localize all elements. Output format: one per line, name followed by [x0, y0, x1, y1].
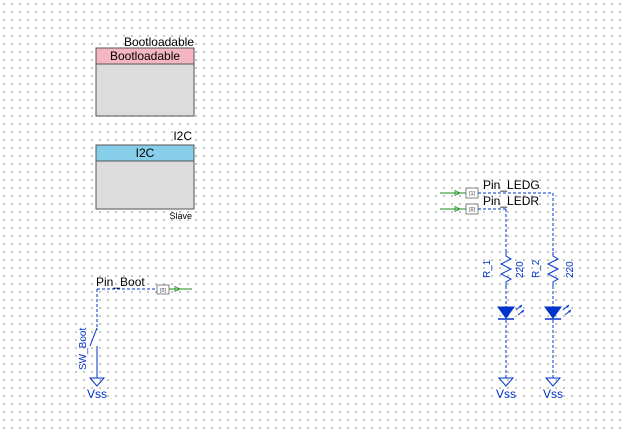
- i2c-component[interactable]: I2C I2C Slave: [95, 129, 195, 221]
- sw-boot-label: SW_Boot: [78, 328, 89, 370]
- pin-ledr-label: Pin_LEDR: [483, 194, 539, 208]
- ground-symbol: Vss: [87, 376, 107, 401]
- ground-label: Vss: [543, 387, 563, 401]
- pin-boot-net[interactable]: Pin_Boot [0]: [96, 275, 192, 330]
- resistor-r2[interactable]: R_2 220: [531, 252, 576, 286]
- pin-ledg-net[interactable]: [1] Pin_LEDG: [440, 178, 554, 252]
- switch-lever: [89, 327, 98, 347]
- pin-boot-symbol[interactable]: [0]: [156, 284, 192, 295]
- i2c-header: [95, 144, 195, 162]
- sw-boot-switch[interactable]: SW_Boot: [78, 327, 98, 376]
- pin-boot-label: Pin_Boot: [96, 275, 145, 289]
- resistor-r1-value: 220: [515, 261, 526, 278]
- i2c-mode-label: Slave: [169, 211, 192, 221]
- bootloadable-header-label: Bootloadable: [110, 49, 180, 63]
- ground-icon: [544, 377, 562, 387]
- led-icon: [497, 306, 515, 319]
- led-1[interactable]: [497, 304, 525, 320]
- ground-icon: [497, 377, 515, 387]
- ground-icon: [88, 377, 106, 387]
- i2c-header-label: I2C: [136, 146, 155, 160]
- resistor-icon: [546, 252, 560, 286]
- svg-text:[0]: [0]: [160, 288, 166, 294]
- i2c-instance-name: I2C: [173, 129, 192, 143]
- resistor-icon: [499, 252, 513, 286]
- bootloadable-component[interactable]: Bootloadable Bootloadable: [95, 35, 195, 117]
- svg-text:[0]: [0]: [469, 207, 475, 213]
- ground-symbol: Vss: [496, 376, 516, 401]
- resistor-r1-label: R_1: [482, 259, 493, 278]
- svg-text:[1]: [1]: [469, 191, 475, 197]
- pin-ledr-net[interactable]: [0] Pin_LEDR: [440, 194, 539, 252]
- resistor-r2-value: 220: [565, 261, 576, 278]
- ground-label: Vss: [87, 387, 107, 401]
- led-2[interactable]: [544, 304, 572, 320]
- bootloadable-instance-name: Bootloadable: [124, 35, 194, 49]
- ground-label: Vss: [496, 387, 516, 401]
- resistor-r2-label: R_2: [531, 259, 542, 278]
- resistor-r1[interactable]: R_1 220: [482, 252, 526, 286]
- pin-ledg-label: Pin_LEDG: [483, 178, 540, 192]
- ground-symbol: Vss: [543, 376, 563, 401]
- bootloadable-header: [95, 47, 195, 65]
- led-icon: [544, 306, 562, 319]
